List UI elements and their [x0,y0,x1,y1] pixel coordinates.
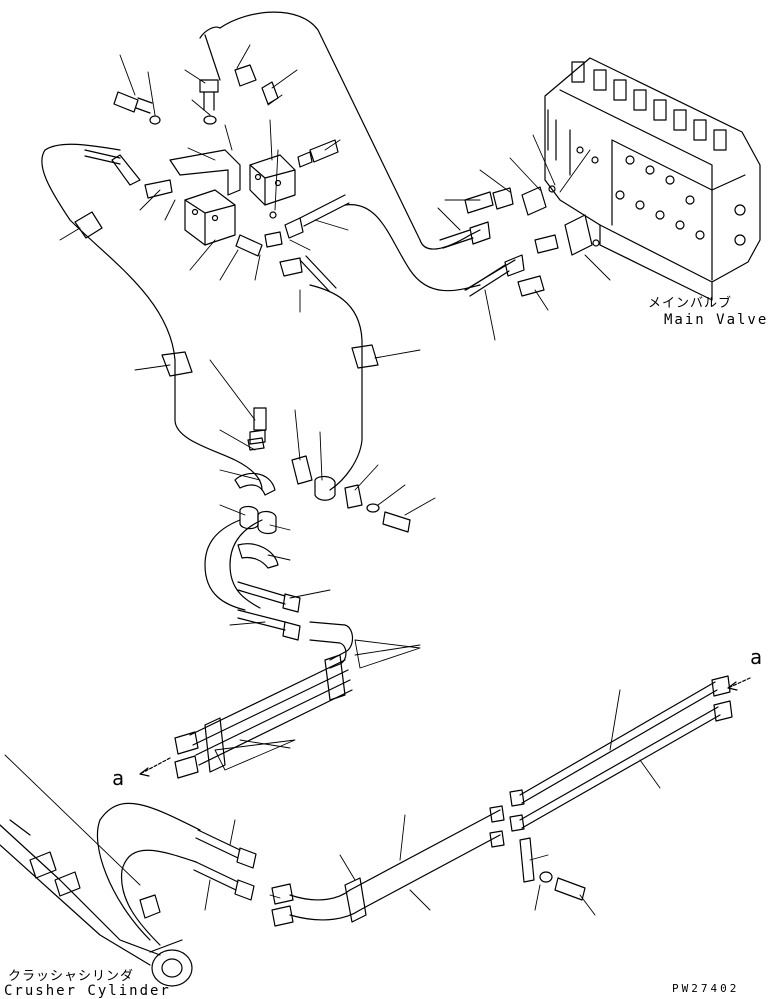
steel-pipes-middle [174,621,354,779]
main-valve [544,57,761,301]
hose-fittings [84,149,525,901]
hoses-lower [96,802,201,946]
reference-arrows [139,677,751,777]
steel-pipes-right [509,675,733,832]
clamps-middle [161,344,411,569]
steel-pipes-lower [271,805,586,927]
crusher-cylinder-label-en: Crusher Cylinder [4,983,171,999]
manifold-blocks [169,149,296,246]
upper-hoses [41,11,516,611]
reference-a-left: a [112,766,125,790]
crusher-cylinder [0,819,193,987]
drawing-code: PW27402 [672,982,740,995]
crusher-cylinder-label-jp: クラッシャシリンダ [8,969,135,984]
bolts-and-fittings-upper [74,64,600,297]
main-valve-label-en: Main Valve [664,312,769,328]
leader-lines [4,44,661,916]
pointer-flags [214,639,421,771]
reference-a-top: a [750,645,763,669]
main-valve-label-jp: メインバルブ [648,296,733,311]
